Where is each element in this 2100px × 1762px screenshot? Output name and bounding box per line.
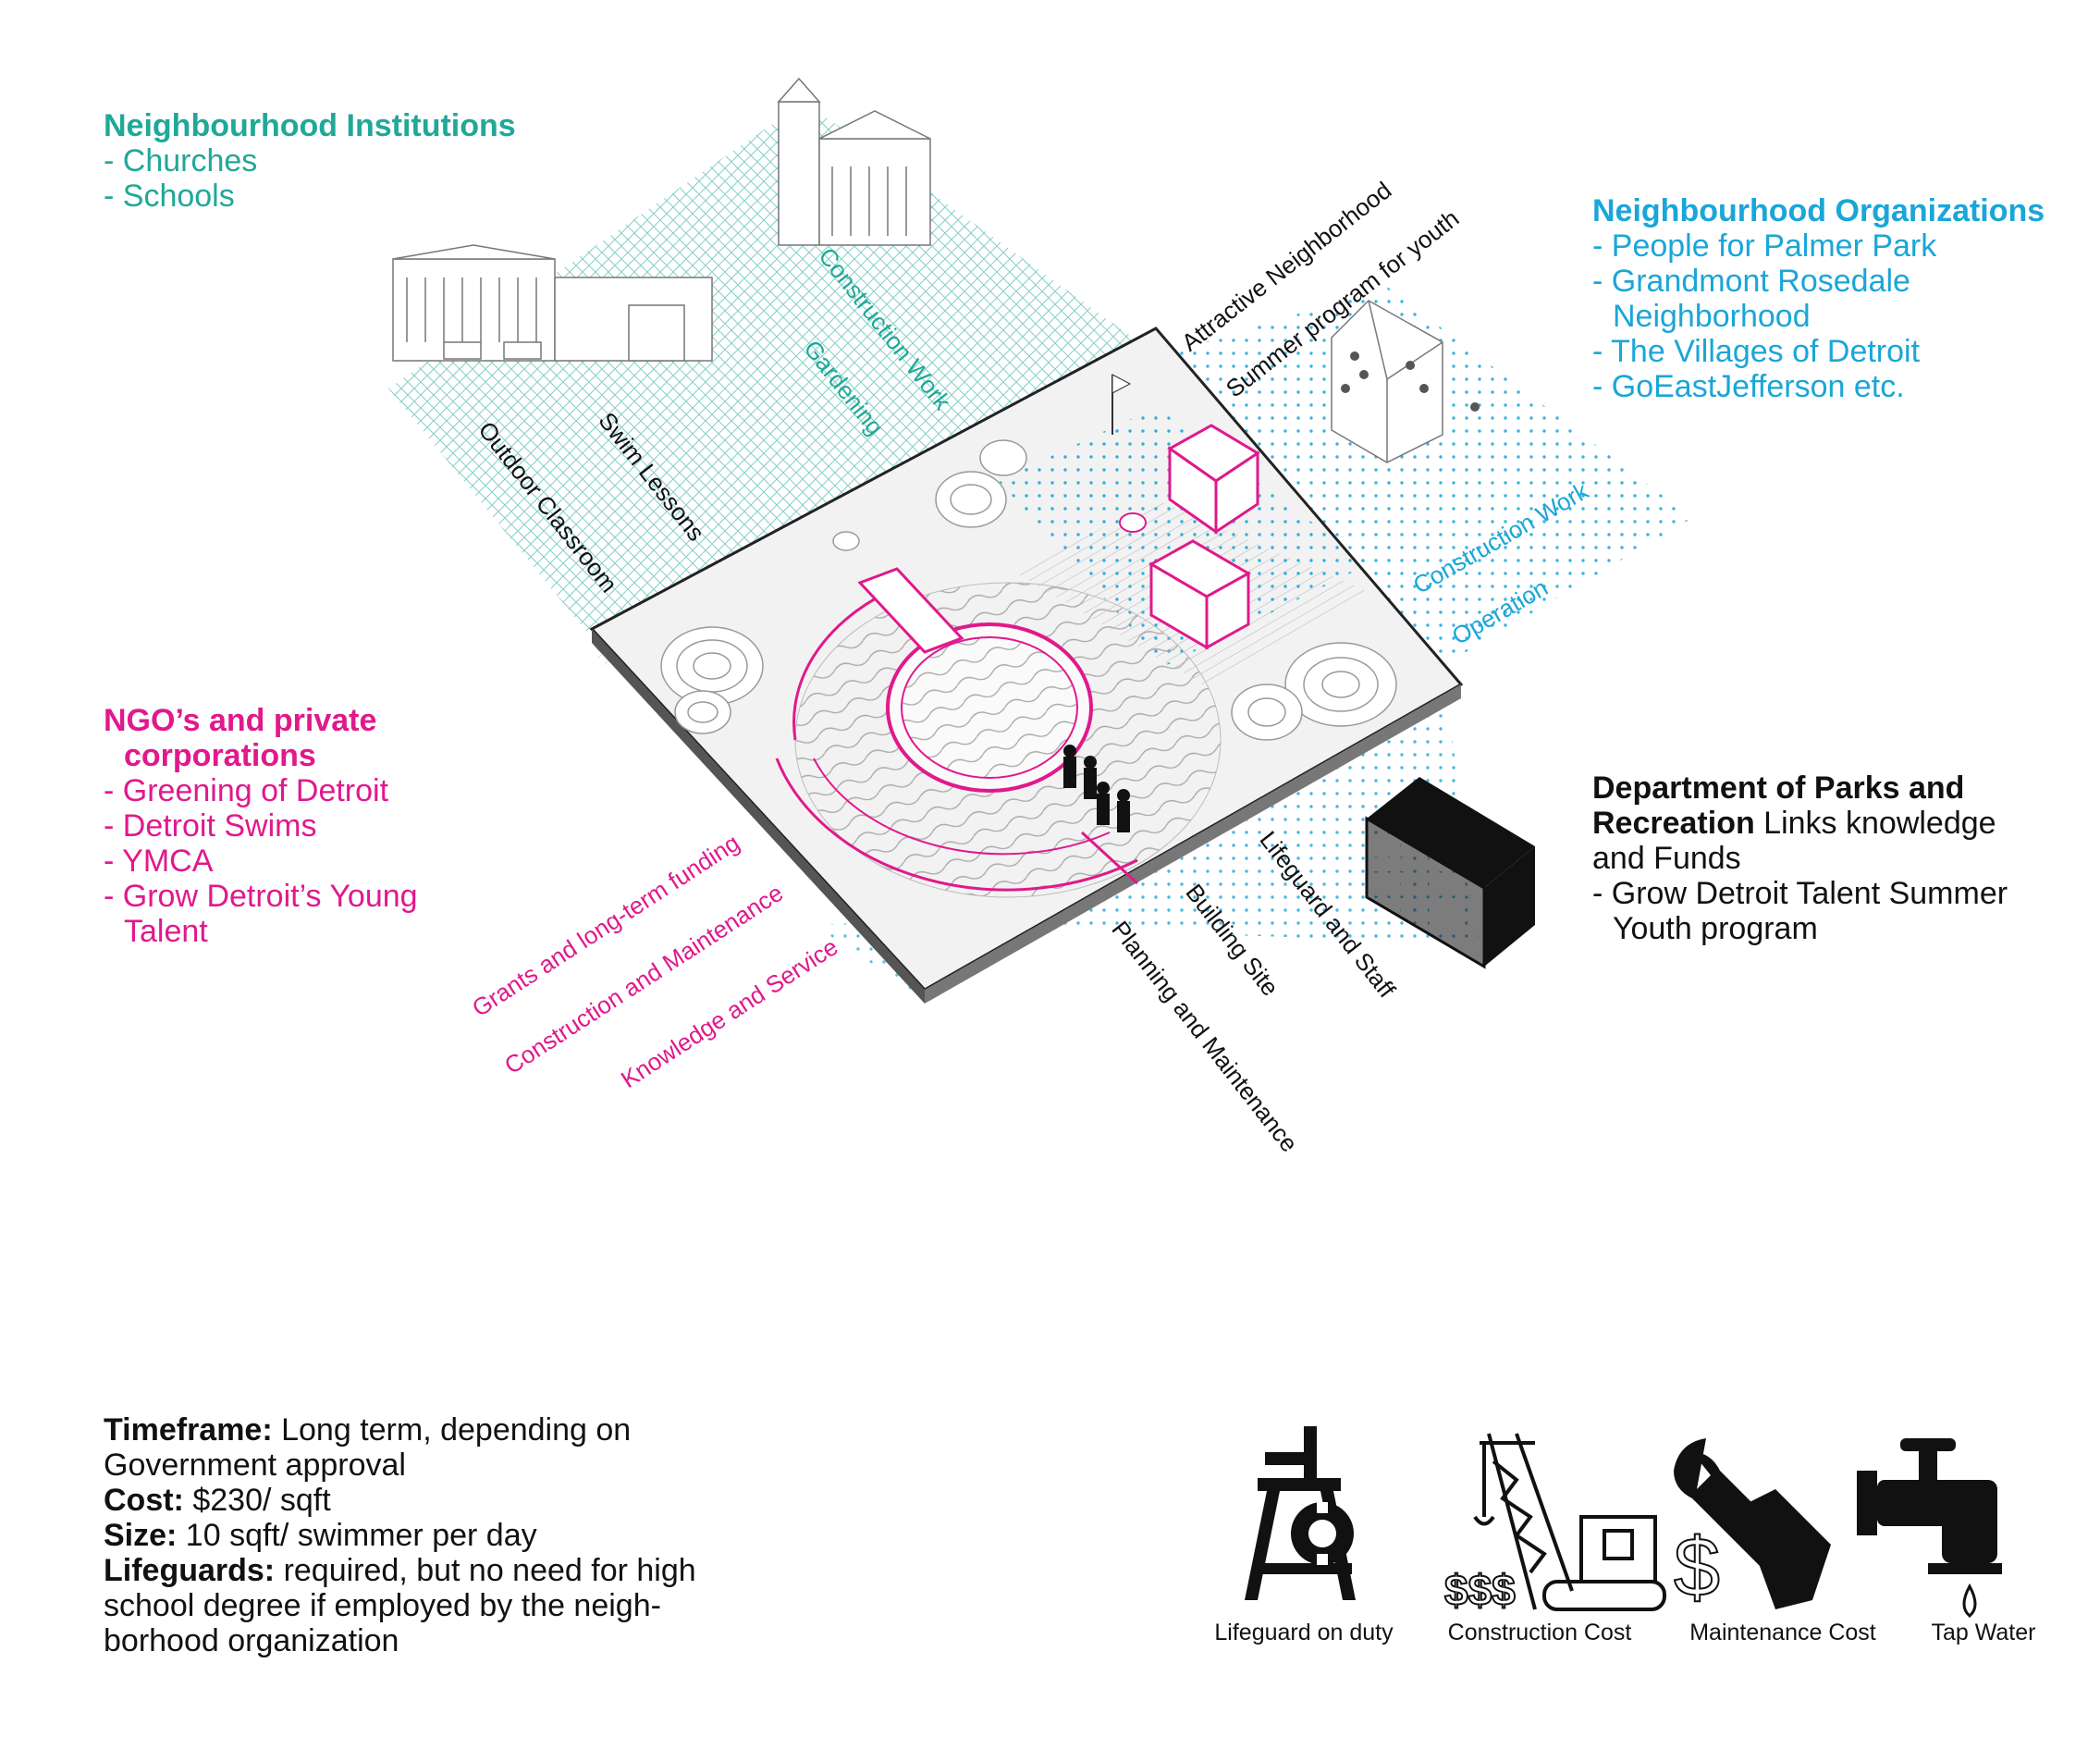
ngo-item: - YMCA	[104, 844, 214, 879]
icon-label: Tap Water	[1931, 1620, 2036, 1645]
icon-row: $$$ $	[1245, 1426, 2002, 1618]
parks-title-bold: Recreation	[1592, 806, 1755, 841]
svg-text:$: $	[1674, 1522, 1720, 1614]
icon-label: Construction Cost	[1447, 1620, 1632, 1645]
icon-label: Maintenance Cost	[1689, 1620, 1876, 1645]
community-house-drawing	[1331, 300, 1443, 463]
fact-text: Long term, depending on	[272, 1412, 632, 1448]
ngo-item: Talent	[124, 914, 208, 949]
ngo-block: NGO’s and private corporations - Greenin…	[104, 703, 418, 949]
institutions-item: - Schools	[104, 179, 235, 214]
icon-label: Lifeguard on duty	[1214, 1620, 1394, 1645]
parks-building-drawing	[1365, 777, 1535, 969]
institutions-title: Neighbourhood Institutions	[104, 108, 516, 143]
fact-label: Timeframe:	[104, 1412, 273, 1448]
parks-title-line3: and Funds	[1592, 841, 1741, 876]
parks-item: Youth program	[1613, 911, 1818, 946]
fact-text: required, but no need for high	[275, 1553, 696, 1588]
organizations-block: Neighbourhood Organizations - People for…	[1592, 193, 2045, 404]
fact-text: borhood organization	[104, 1623, 399, 1658]
fact-text: Government approval	[104, 1448, 406, 1483]
ngo-item: - Greening of Detroit	[104, 773, 389, 808]
parks-title: Department of Parks and	[1592, 770, 1965, 806]
fact-text: 10 sqft/ swimmer per day	[177, 1518, 537, 1553]
ngo-title-cont: corporations	[124, 738, 316, 773]
fact-label: Lifeguards:	[104, 1553, 276, 1588]
institutions-block: Neighbourhood Institutions - Churches - …	[104, 108, 516, 214]
lifeguard-chair-icon	[1245, 1426, 1356, 1600]
organizations-item: - People for Palmer Park	[1592, 228, 1937, 264]
institutions-hatch-zone	[388, 102, 1165, 638]
pavilions	[1148, 424, 1260, 650]
parks-block: Department of Parks and Recreation Links…	[1592, 770, 2008, 946]
church-drawing	[777, 77, 931, 246]
fact-text: school degree if employed by the neigh-	[104, 1588, 661, 1623]
fact-label: Cost:	[104, 1483, 184, 1518]
organizations-title: Neighbourhood Organizations	[1592, 193, 2045, 228]
facts-block: Timeframe: Long term, depending on Gover…	[104, 1412, 696, 1658]
swimmers	[1063, 745, 1130, 832]
wrench-icon: $	[1673, 1438, 1831, 1615]
organizations-item: - Grandmont Rosedale	[1592, 264, 1910, 299]
pool	[775, 567, 1222, 898]
parks-title-rest: Links knowledge	[1754, 806, 1996, 841]
institutions-item: - Churches	[104, 143, 258, 179]
ngo-item: - Detroit Swims	[104, 808, 317, 844]
ngo-item: - Grow Detroit’s Young	[104, 879, 418, 914]
fact-label: Size:	[104, 1518, 178, 1553]
organizations-item: - GoEastJefferson etc.	[1592, 369, 1905, 404]
school-drawing	[392, 244, 713, 362]
fact-text: $230/ sqft	[183, 1483, 331, 1518]
crane-icon: $$$	[1443, 1433, 1666, 1615]
organizations-item: - The Villages of Detroit	[1592, 334, 1921, 369]
parks-item: - Grow Detroit Talent Summer	[1592, 876, 2008, 911]
ngo-title: NGO’s and private	[104, 703, 377, 738]
trees	[660, 439, 1397, 741]
organizations-item: Neighborhood	[1613, 299, 1811, 334]
svg-text:$$$: $$$	[1444, 1566, 1516, 1614]
faucet-icon	[1857, 1438, 2002, 1618]
organizations-dot-zone	[1174, 287, 1692, 666]
